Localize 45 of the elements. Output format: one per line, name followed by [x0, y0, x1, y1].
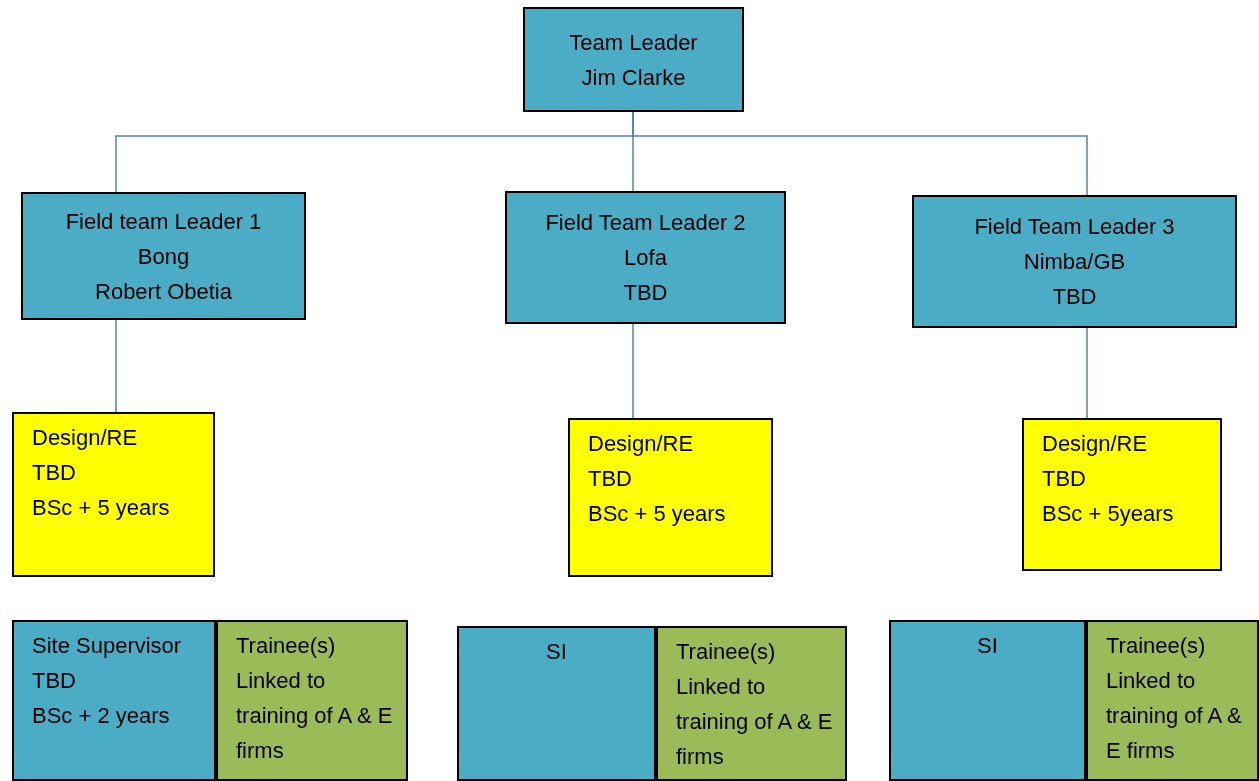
role-text: TBD — [32, 459, 77, 487]
trainee-box — [656, 626, 847, 781]
role-text: BSc + 5 years — [588, 500, 727, 528]
role-text: TBD — [32, 667, 77, 695]
role-text: Field team Leader 1 — [64, 207, 263, 236]
role-box — [568, 418, 773, 577]
role-box — [1022, 418, 1222, 571]
role-text: Trainee(s) Linked to training of A & E firms — [236, 632, 394, 765]
role-text: SI — [976, 632, 999, 660]
connector-line — [632, 111, 1088, 196]
role-text: Robert Obetia — [94, 277, 233, 306]
connector-line — [1086, 327, 1088, 419]
connector-line — [632, 323, 634, 419]
role-box — [505, 191, 786, 324]
role-text: Design/RE — [1042, 430, 1149, 458]
role-text: Bong — [136, 242, 191, 271]
role-text: Nimba/GB — [1022, 248, 1127, 276]
role-text: Design/RE — [32, 424, 139, 452]
role-text: Trainee(s) Linked to training of A & E firms — [676, 638, 834, 771]
connector-line — [115, 319, 117, 413]
trainee-box — [1086, 620, 1259, 781]
role-text: Jim Clarke — [580, 63, 687, 92]
role-text: BSc + 2 years — [32, 702, 171, 730]
role-text: Team Leader — [568, 28, 699, 57]
role-text: Trainee(s) Linked to training of A & E firms — [1106, 632, 1243, 765]
role-box — [523, 7, 744, 112]
role-text: TBD — [1042, 465, 1087, 493]
role-box — [12, 620, 216, 781]
role-text: Site Supervisor — [32, 632, 183, 660]
role-box — [12, 412, 215, 577]
role-text: BSc + 5years — [1042, 500, 1175, 528]
role-text: BSc + 5 years — [32, 494, 171, 522]
role-box — [889, 620, 1086, 781]
role-text: TBD — [588, 465, 633, 493]
role-text: SI — [545, 638, 568, 666]
role-text: Field Team Leader 2 — [544, 209, 747, 237]
role-box — [21, 192, 306, 320]
role-box — [457, 626, 656, 781]
role-text: Lofa — [623, 244, 668, 272]
role-text: TBD — [622, 279, 669, 307]
role-text: TBD — [1051, 283, 1098, 311]
role-text: Design/RE — [588, 430, 695, 458]
trainee-box — [216, 620, 408, 781]
role-text: Field Team Leader 3 — [973, 213, 1176, 241]
role-box — [912, 195, 1237, 328]
